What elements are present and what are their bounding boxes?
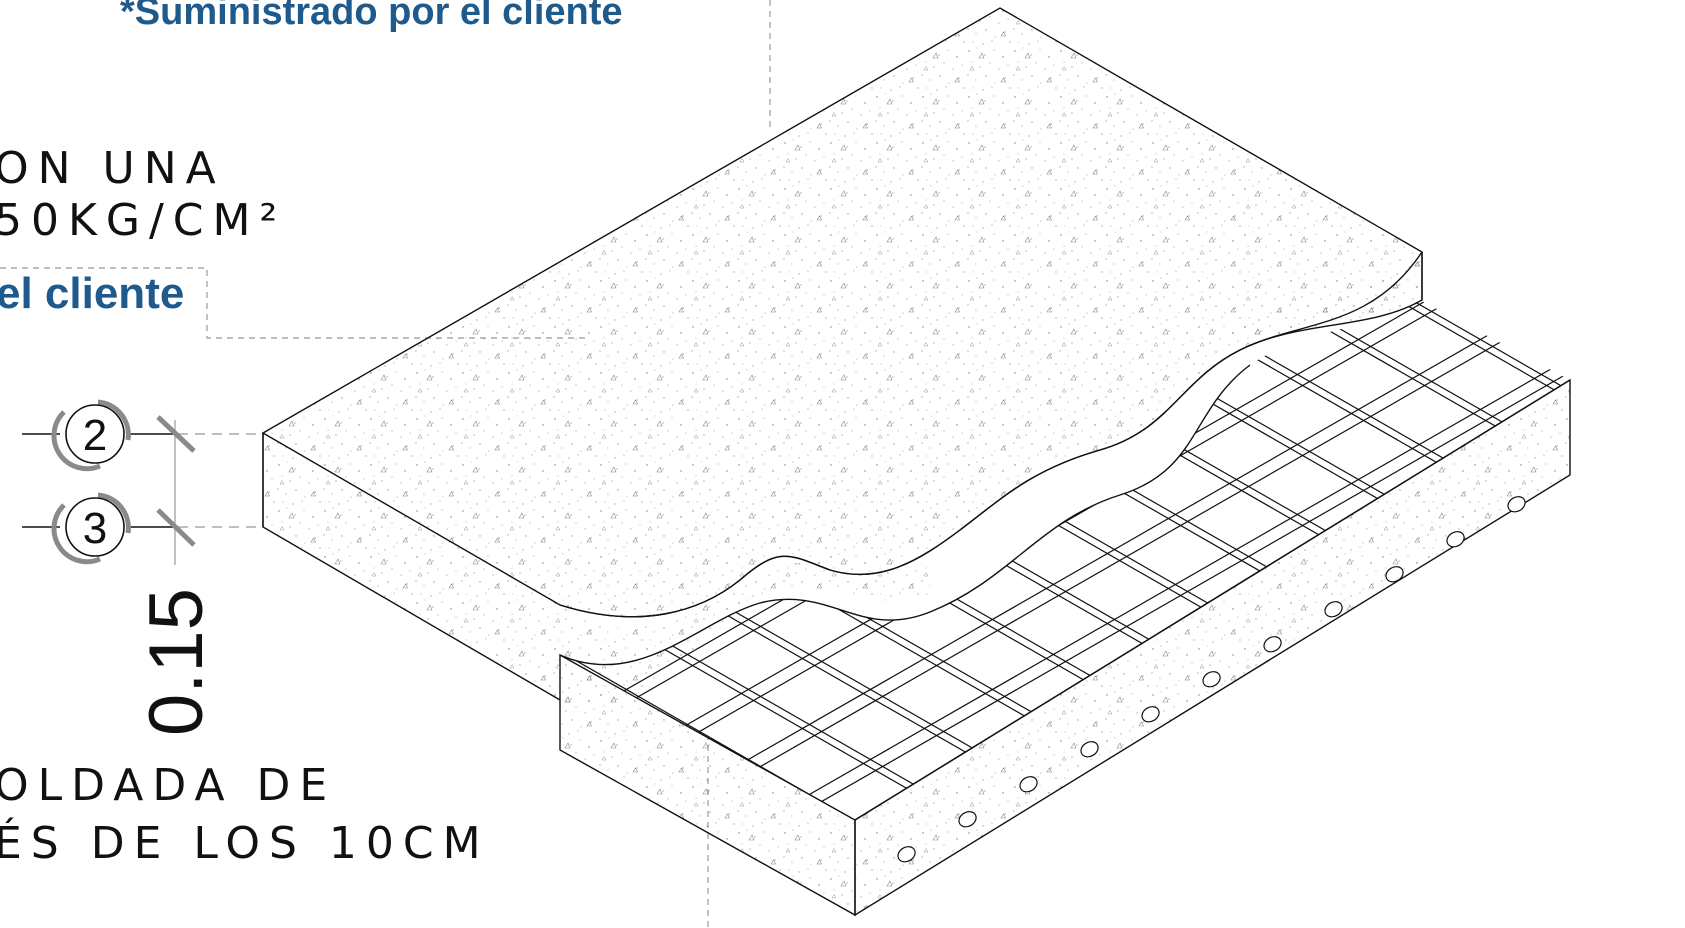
rebar-end [1446, 531, 1465, 548]
callout-3-label: 3 [83, 504, 107, 553]
rebar-end [1202, 671, 1221, 688]
rebar-line [689, 316, 1570, 820]
rebar-end [1507, 496, 1526, 513]
rebar-end [897, 846, 916, 863]
rebar-line [628, 300, 1570, 820]
thickness-dimension-label: 0.15 [134, 588, 219, 736]
rebar-end [1019, 776, 1038, 793]
rebar-end [1385, 566, 1404, 583]
rebar-line [1245, 300, 1570, 437]
rebar-line [689, 302, 1570, 820]
rebar-end [1141, 706, 1160, 723]
rebar-end [1324, 601, 1343, 618]
rebar-line [628, 300, 1570, 820]
mesh-note-line1: OLDADA DE [0, 760, 336, 811]
concrete-note-line1: ON UNA [0, 143, 225, 194]
rebar-ends [897, 496, 1526, 863]
rebar-end [958, 811, 977, 828]
mesh-note-line2: ÉS DE LOS 10CM [0, 816, 490, 869]
concrete-note-line2: 50KG/CM² [0, 195, 286, 246]
concrete-slab [261, 7, 1423, 707]
callout-2-label: 2 [83, 411, 107, 460]
callout-2: 2 [51, 399, 131, 472]
supplied-note-top: *Suministrado por el cliente [120, 0, 623, 33]
supplied-note-middle: el cliente [0, 269, 184, 318]
rebar-end [1080, 741, 1099, 758]
rebar-end [1263, 636, 1282, 653]
note-leader-lines [0, 0, 771, 928]
callout-3: 3 [51, 492, 131, 565]
